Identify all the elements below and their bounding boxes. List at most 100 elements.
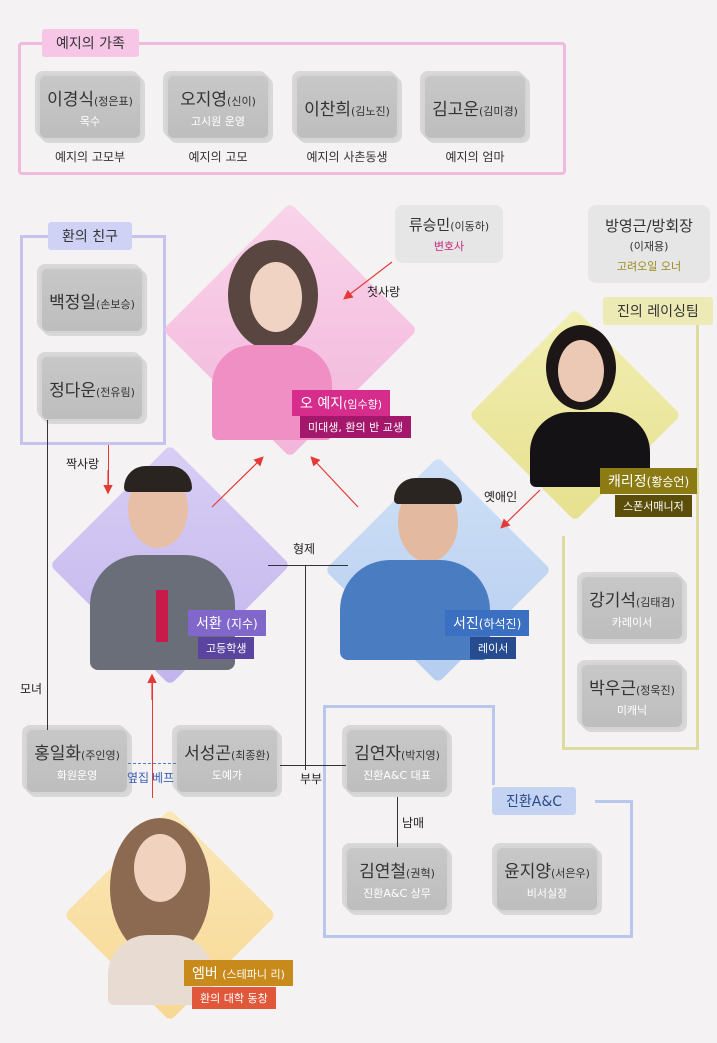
jin-role-tag: 레이서 xyxy=(470,637,517,659)
family-role: 목수 xyxy=(79,115,101,128)
jin-name-tag: 서진(하석진) xyxy=(445,610,530,636)
carrie-name: 캐리정 xyxy=(608,474,647,490)
ryu-name: 류승민 xyxy=(408,216,451,234)
yeji-role-tag: 미대생, 환의 반 교생 xyxy=(300,416,411,438)
family-actor: (김미경) xyxy=(478,104,518,118)
hwan-name-tag: 서환 (지수) xyxy=(188,610,266,636)
amber-to-hwan-line xyxy=(152,680,153,798)
hwan-tie xyxy=(156,590,168,642)
family-name: 이찬희 xyxy=(304,99,351,120)
hwan-to-yeji-arrow xyxy=(211,456,264,508)
carrie-to-jin-arrow xyxy=(500,489,541,529)
family-card-1: 이경식(정은표) 목수 xyxy=(38,74,142,140)
jinhwan-frame-top-right xyxy=(595,800,633,803)
neighbor-right-label: 베프 xyxy=(152,771,175,785)
bang-card: 방영근/방회장 (이재용) 고려오일 오너 xyxy=(588,205,710,283)
family-relation: 예지의 엄마 xyxy=(445,150,505,164)
hong-actor: (주인영) xyxy=(80,749,120,762)
hong-name: 홍일화 xyxy=(34,744,81,764)
amber-name-tag: 엠버 (스테파니 리) xyxy=(184,960,293,986)
hong-role: 화원운영 xyxy=(56,769,98,782)
carrie-actor: (황승언) xyxy=(646,475,690,489)
friend-card-2: 정다운(전유림) xyxy=(40,355,144,421)
carrie-name-tag: 캐리정(황승언) xyxy=(600,468,698,494)
friend-actor: (전유림) xyxy=(95,385,135,399)
family-actor: (김노진) xyxy=(350,104,390,118)
friend-to-hong-line xyxy=(47,420,48,730)
family-role: 고시원 운영 xyxy=(190,115,246,128)
racer-name: 강기석 xyxy=(589,591,636,611)
seo-card: 서성곤(최종환) 도예가 xyxy=(175,728,279,794)
seo-actor: (최종환) xyxy=(230,749,270,762)
jin-name: 서진 xyxy=(453,616,479,632)
jinhwan-role: 진환A&C 대표 xyxy=(363,769,431,782)
racer-card-1: 강기석(김태겸) 카레이서 xyxy=(580,575,684,641)
racer-actor: (정욱진) xyxy=(635,684,675,697)
yeji-actor: (임수향) xyxy=(343,398,383,411)
jinhwan-actor: (박지영) xyxy=(400,749,440,762)
family-name: 이경식 xyxy=(47,90,94,110)
jin-hair xyxy=(394,478,462,504)
yeji-family-frame xyxy=(18,42,566,175)
hwan-hair xyxy=(124,466,192,492)
jinhwan-name: 김연자 xyxy=(354,744,401,764)
jinhwan-frame-bottom xyxy=(323,935,633,938)
racer-role: 카레이서 xyxy=(611,616,653,629)
amber-actor: (스테파니 리) xyxy=(222,968,285,981)
friend-actor: (손보승) xyxy=(95,297,135,311)
ex-lover-label: 옛애인 xyxy=(484,490,518,504)
jinhwan-actor: (권혁) xyxy=(406,867,435,880)
family-relation: 예지의 고모 xyxy=(188,150,248,164)
first-love-label: 첫사랑 xyxy=(367,285,401,299)
friend-name: 정다운 xyxy=(49,380,96,401)
ryu-actor: (이동하) xyxy=(450,220,490,233)
jinhwan-frame-right xyxy=(630,800,633,938)
yeji-name: 오 예지 xyxy=(300,396,344,412)
bang-actor: (이재용) xyxy=(629,239,669,253)
hong-card: 홍일화(주인영) 화원운영 xyxy=(25,728,129,794)
mother-daughter-label: 모녀 xyxy=(20,682,43,696)
racer-actor: (김태겸) xyxy=(635,596,675,609)
crush-line xyxy=(108,445,109,490)
family-relation: 예지의 고모부 xyxy=(54,150,126,164)
brothers-label: 형제 xyxy=(293,542,316,556)
couple-line xyxy=(280,765,346,766)
racer-role: 미캐닉 xyxy=(616,704,648,717)
family-card-3: 이찬희(김노진) xyxy=(295,74,399,140)
jinhwan-actor: (서은우) xyxy=(550,867,590,880)
jin-actor: (하석진) xyxy=(478,617,522,631)
family-name: 오지영 xyxy=(180,90,228,110)
yeji-name-tag: 오 예지(임수향) xyxy=(292,390,391,416)
hwan-role-tag: 고등학생 xyxy=(198,637,255,659)
jinhwan-name: 김연철 xyxy=(359,862,407,882)
amber-name: 엠버 xyxy=(192,966,218,982)
jinhwan-frame xyxy=(323,705,495,938)
jinhwan-role: 진환A&C 상무 xyxy=(363,887,431,900)
amber-face xyxy=(134,834,186,902)
ryu-role: 변호사 xyxy=(433,240,465,253)
family-relation: 예지의 사촌동생 xyxy=(306,150,388,164)
racer-name: 박우근 xyxy=(589,679,636,699)
jin-to-yeji-arrow xyxy=(310,456,359,508)
yeji-face xyxy=(250,262,302,332)
hwan-friends-label: 환의 친구 xyxy=(48,222,132,250)
jinhwan-name: 윤지양 xyxy=(504,862,551,882)
racing-team-frame xyxy=(562,312,699,750)
jinhwan-label: 진환A&C xyxy=(492,787,577,815)
couple-label: 부부 xyxy=(300,772,323,786)
racer-card-2: 박우근(정욱진) 미캐닉 xyxy=(580,663,684,729)
brothers-line xyxy=(268,565,348,566)
amber-role-tag: 환의 대학 동창 xyxy=(192,987,276,1009)
seo-name: 서성곤 xyxy=(184,744,231,764)
carrie-role-tag: 스폰서매니저 xyxy=(615,495,692,517)
siblings-line xyxy=(397,797,398,847)
ryu-card: 류승민(이동하) 변호사 xyxy=(395,205,503,263)
jinhwan-card-2: 김연철(권혁) 진환A&C 상무 xyxy=(345,846,449,912)
racing-team-label: 진의 레이싱팀 xyxy=(603,297,713,325)
racing-team-left-border xyxy=(562,536,565,750)
jinhwan-role: 비서실장 xyxy=(526,887,568,900)
neighbor-left-label: 옆집 xyxy=(127,771,150,785)
bang-role: 고려오일 오너 xyxy=(616,259,682,273)
yeji-family-label: 예지의 가족 xyxy=(42,29,139,57)
